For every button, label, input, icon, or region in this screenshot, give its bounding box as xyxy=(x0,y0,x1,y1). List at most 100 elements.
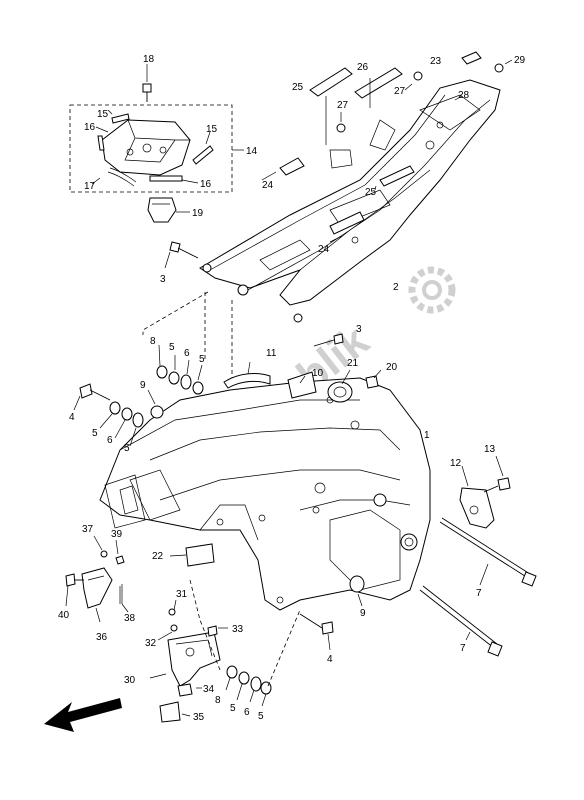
callout-38: 38 xyxy=(124,613,136,624)
callout-32: 32 xyxy=(145,638,157,649)
bolt-7-upper xyxy=(439,517,537,587)
strip-15-left xyxy=(111,113,130,124)
strip-15-right xyxy=(192,145,214,165)
bolt-4-lower xyxy=(299,613,334,651)
callout-8-lower: 8 xyxy=(215,695,221,706)
cowling-stay-bracket xyxy=(101,119,191,176)
callout-29: 29 xyxy=(514,55,526,66)
nut-29 xyxy=(494,59,513,73)
callout-9-upper: 9 xyxy=(140,380,146,391)
nut-27-a xyxy=(336,112,346,133)
callout-17: 17 xyxy=(84,181,96,192)
callout-labels: 18 15 16 15 14 17 16 19 25 26 23 29 27 2… xyxy=(58,54,526,723)
callout-14: 14 xyxy=(246,146,258,157)
callout-7-lower: 7 xyxy=(460,643,466,654)
callout-12: 12 xyxy=(450,458,462,469)
collar-9-lower xyxy=(349,575,365,607)
bracket-12 xyxy=(459,465,495,529)
callout-25-top: 25 xyxy=(292,82,304,93)
bolt-3-top xyxy=(164,241,199,269)
callout-35: 35 xyxy=(193,712,205,723)
callout-1: 1 xyxy=(424,430,430,441)
pad-24-a xyxy=(279,157,305,176)
callout-40: 40 xyxy=(58,610,70,621)
cowling-stay-group xyxy=(69,64,244,223)
callout-4-upper: 4 xyxy=(69,412,75,423)
callout-13: 13 xyxy=(484,444,496,455)
callout-6-upper: 6 xyxy=(184,348,190,359)
callout-34: 34 xyxy=(203,684,215,695)
pad-10 xyxy=(287,371,317,399)
grommet-21 xyxy=(327,381,353,403)
callout-28: 28 xyxy=(458,90,470,101)
callout-15-left: 15 xyxy=(97,109,109,120)
callout-2: 2 xyxy=(393,282,399,293)
bolt-18 xyxy=(142,64,152,102)
callout-26: 26 xyxy=(357,62,369,73)
callout-24-lower: 24 xyxy=(318,244,330,255)
nut-20 xyxy=(365,375,379,389)
callout-31: 31 xyxy=(176,589,188,600)
callout-7-upper: 7 xyxy=(476,588,482,599)
callout-5-upper-b: 5 xyxy=(199,354,205,365)
nut-27-b xyxy=(404,71,423,91)
bolt-3-mid xyxy=(313,333,344,347)
front-direction-arrow-icon xyxy=(44,698,122,732)
callout-20: 20 xyxy=(386,362,398,373)
bracket-36-group xyxy=(65,535,129,623)
bolt-4-upper xyxy=(73,383,111,411)
spacer-stack-lower xyxy=(109,401,144,428)
callout-23: 23 xyxy=(430,56,442,67)
callout-5-lower-b: 5 xyxy=(124,443,130,454)
callout-36: 36 xyxy=(96,632,108,643)
pad-26 xyxy=(354,67,403,99)
callout-6-bottom: 6 xyxy=(244,707,250,718)
callout-4-lower: 4 xyxy=(327,654,333,665)
callout-15-right: 15 xyxy=(206,124,218,135)
callout-8-upper: 8 xyxy=(150,336,156,347)
pad-25-a xyxy=(309,67,353,97)
callout-22: 22 xyxy=(152,551,164,562)
strap-11 xyxy=(223,373,271,389)
callout-16-right: 16 xyxy=(200,179,212,190)
callout-18: 18 xyxy=(143,54,155,65)
callout-33: 33 xyxy=(232,624,244,635)
callout-27-right: 27 xyxy=(394,86,406,97)
bolt-7-lower xyxy=(419,585,503,657)
callout-3-upper: 3 xyxy=(160,274,166,285)
watermark-gear-icon xyxy=(408,266,456,314)
spacer-stack-bottom xyxy=(225,665,272,707)
callout-6-lower: 6 xyxy=(107,435,113,446)
callout-3-mid: 3 xyxy=(356,324,362,335)
pad-24-b xyxy=(329,211,365,235)
callout-37: 37 xyxy=(82,524,94,535)
main-frame-1 xyxy=(99,377,431,611)
grommet-19 xyxy=(147,197,190,223)
callout-10: 10 xyxy=(312,368,324,379)
rear-frame-2 xyxy=(199,79,501,323)
callout-5-lower-a: 5 xyxy=(92,428,98,439)
callout-11: 11 xyxy=(266,348,277,359)
pad-25-b xyxy=(379,165,415,187)
strip-16-left xyxy=(97,135,105,151)
callout-39: 39 xyxy=(111,529,123,540)
callout-30: 30 xyxy=(124,675,136,686)
callout-5-bottom-b: 5 xyxy=(258,711,264,722)
plate-22 xyxy=(169,543,215,567)
callout-5-bottom-a: 5 xyxy=(230,703,236,714)
callout-21: 21 xyxy=(347,358,359,369)
callout-19: 19 xyxy=(192,208,204,219)
block-35 xyxy=(159,701,181,723)
callout-9-lower: 9 xyxy=(360,608,366,619)
callout-5-upper-a: 5 xyxy=(169,342,175,353)
spacer-stack-upper xyxy=(156,365,204,395)
strip-16-bottom xyxy=(149,175,183,182)
callout-16-left: 16 xyxy=(84,122,96,133)
callout-25-mid: 25 xyxy=(365,187,377,198)
pad-23 xyxy=(461,51,482,65)
collar-9-upper xyxy=(150,405,164,419)
callout-24-upper: 24 xyxy=(262,180,274,191)
hose-17 xyxy=(107,171,135,187)
bolt-13 xyxy=(483,455,511,493)
